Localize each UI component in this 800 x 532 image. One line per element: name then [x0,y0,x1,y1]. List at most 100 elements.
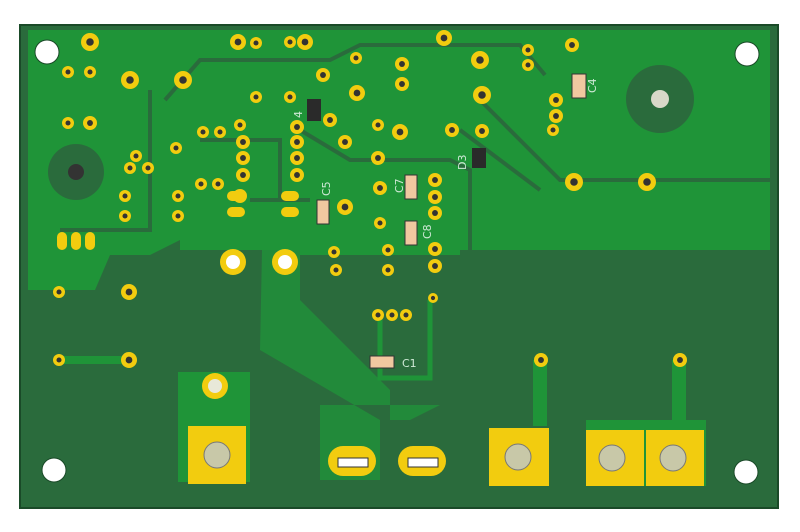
drill-hole [301,38,309,46]
drill-hole [179,76,187,84]
drill-hole [234,38,242,46]
drill-hole [432,246,438,252]
drill-hole [145,165,151,171]
drill-hole [449,127,455,133]
drill-hole [333,267,339,273]
drill-hole [287,39,293,45]
smd-capacitors [316,73,587,369]
drill-hole [133,153,139,159]
drill-hole [479,128,485,134]
drill-hole [122,193,128,199]
drill-hole [294,139,300,145]
drill-hole [294,155,300,161]
drill-hole [127,165,133,171]
drill-hole [432,210,438,216]
drill-hole [476,56,484,64]
sot23-packages [307,99,486,168]
drill-hole [327,117,333,123]
drill-hole [217,129,223,135]
drill-hole [375,122,381,128]
drill-hole [432,177,438,183]
drill-hole [125,288,133,296]
drill-hole [550,127,556,133]
drill-hole [553,113,559,119]
drill-hole [525,62,531,68]
drill-hole [385,267,391,273]
drill-hole [432,263,438,269]
drill-hole [643,178,651,186]
oval-pad [281,207,299,217]
drill-hole [375,155,381,161]
drill-hole [375,312,381,318]
drill-hole [353,55,359,61]
label-c8: C8 [421,224,434,239]
drill-hole [353,89,361,97]
drill-hole [237,122,243,128]
drill-hole [175,193,181,199]
drill-hole [294,172,300,178]
drill-hole [331,249,337,255]
drill-hole [553,97,559,103]
drill-hole [125,356,133,364]
mounting-holes [34,39,760,485]
drill-hole [65,69,71,75]
drill-hole [126,76,134,84]
drill-hole [389,312,395,318]
header-pad [71,232,81,250]
terminal-blocks [188,249,704,486]
drill-hole [525,47,531,53]
drill-hole [569,42,575,48]
drill-hole [287,94,293,100]
through-hole-pads [53,30,687,368]
drill-hole [538,357,544,363]
drill-hole [385,247,391,253]
trace [377,300,433,381]
trace-power [533,360,547,426]
header-pad [57,232,67,250]
drill-hole [430,295,436,301]
drill-hole [86,38,94,46]
drill-hole [240,139,246,145]
drill-hole [399,61,405,67]
label-c7: C7 [393,178,406,193]
drill-hole [377,185,383,191]
drill-hole [122,213,128,219]
drill-hole [403,312,409,318]
oval-pad [281,191,299,201]
drill-hole [56,289,62,295]
large-vias [48,65,694,200]
drill-hole [253,94,259,100]
drill-hole [478,91,486,99]
label-d3: D3 [456,155,469,170]
drill-hole [440,34,448,42]
drill-hole [396,128,404,136]
drill-hole [200,129,206,135]
drill-hole [240,172,246,178]
drill-hole [65,120,71,126]
drill-hole [198,181,204,187]
label-c5: C5 [320,181,333,196]
drill-hole [56,357,62,363]
drill-hole [253,40,259,46]
drill-hole [173,145,179,151]
trace-power [672,360,686,426]
oval-pad [227,191,245,201]
drill-hole [294,124,300,130]
drill-hole [677,357,683,363]
drill-hole [87,69,93,75]
drill-hole [341,203,349,211]
fuse-pads [328,446,446,476]
label-c4: C4 [586,78,599,93]
label-c1: C1 [402,357,417,370]
drill-hole [377,220,383,226]
drill-hole [570,178,578,186]
drill-hole [432,194,438,200]
drill-hole [342,139,348,145]
drill-hole [175,213,181,219]
drill-hole [240,155,246,161]
drill-hole [320,72,326,78]
header-pad [85,232,95,250]
label-q4: 4 [292,111,305,118]
copper-pour-lower [260,250,440,480]
